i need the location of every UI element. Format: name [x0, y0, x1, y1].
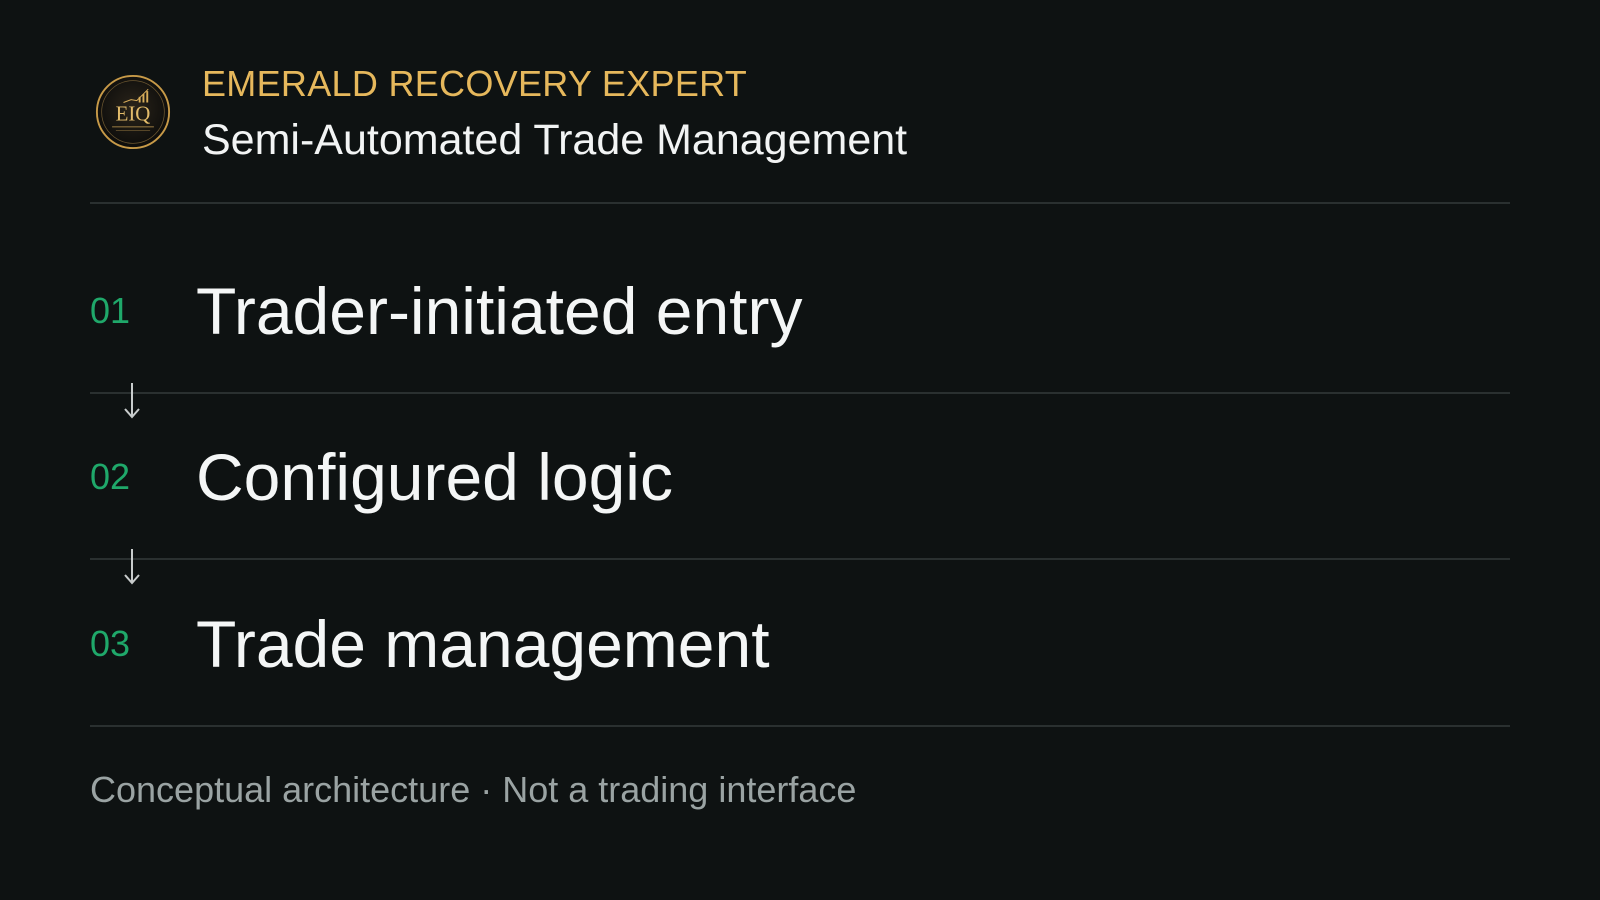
arrow-down-icon: [124, 383, 140, 419]
step-2: 02 Configured logic: [90, 422, 1510, 532]
step-number: 01: [90, 290, 131, 331]
step-label: Trade management: [196, 607, 770, 681]
header-divider: [90, 202, 1510, 204]
step-label: Trader-initiated entry: [196, 274, 803, 348]
step-number: 02: [90, 456, 131, 497]
footer-divider: [90, 725, 1510, 727]
step-divider: [90, 558, 1510, 560]
footer-note: Conceptual architecture · Not a trading …: [90, 769, 857, 810]
page-subtitle: Semi-Automated Trade Management: [202, 116, 908, 164]
logo-text: EIQ: [116, 102, 151, 126]
brand-logo: EIQ: [95, 74, 171, 150]
step-number: 03: [90, 623, 131, 664]
brand-block: EMERALD RECOVERY EXPERT Semi-Automated T…: [202, 62, 907, 166]
header: EIQ EMERALD RECOVERY EXPERT Semi-Automat…: [90, 62, 1510, 172]
step-divider: [90, 392, 1510, 394]
brand-name: EMERALD RECOVERY EXPERT: [202, 63, 748, 104]
arrow-down-icon: [124, 549, 140, 585]
step-3: 03 Trade management: [90, 589, 1510, 699]
step-1: 01 Trader-initiated entry: [90, 256, 1510, 366]
step-label: Configured logic: [196, 440, 673, 514]
